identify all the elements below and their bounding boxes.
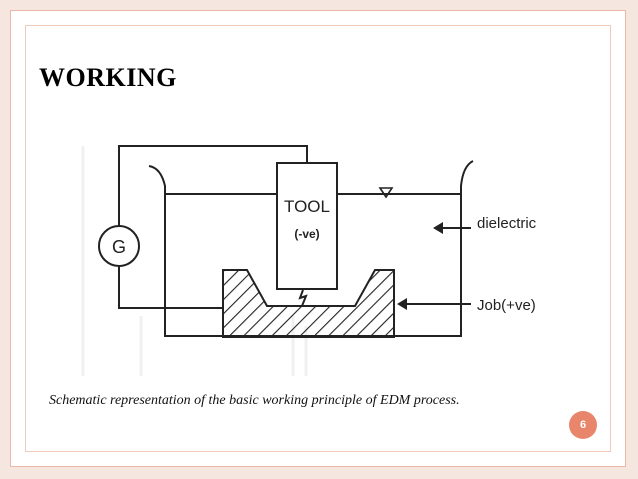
circuit-wire-top: [118, 145, 308, 226]
slide: WORKING TOOL (-ve): [10, 10, 626, 467]
tool-label: TOOL: [284, 197, 330, 216]
dielectric-arrow-head: [433, 222, 443, 234]
circuit-wire-bottom: [118, 266, 223, 309]
generator-symbol: [98, 225, 140, 267]
edm-schematic: TOOL (-ve) G dielectric Job(+ve): [81, 145, 537, 376]
fluid-surface-marker: [378, 187, 394, 199]
spark-icon: [298, 289, 308, 307]
dielectric-label: dielectric: [477, 215, 537, 232]
job-label: Job(+ve): [477, 297, 536, 314]
figure-caption: Schematic representation of the basic wo…: [49, 393, 460, 408]
job-arrow-head: [397, 298, 407, 310]
slide-title: WORKING: [39, 63, 177, 92]
tool-polarity-label: (-ve): [294, 227, 319, 241]
page-number-badge: 6: [569, 411, 597, 439]
generator-label: G: [112, 237, 126, 257]
workpiece-job: [222, 269, 395, 338]
tool-electrode: [276, 162, 338, 290]
